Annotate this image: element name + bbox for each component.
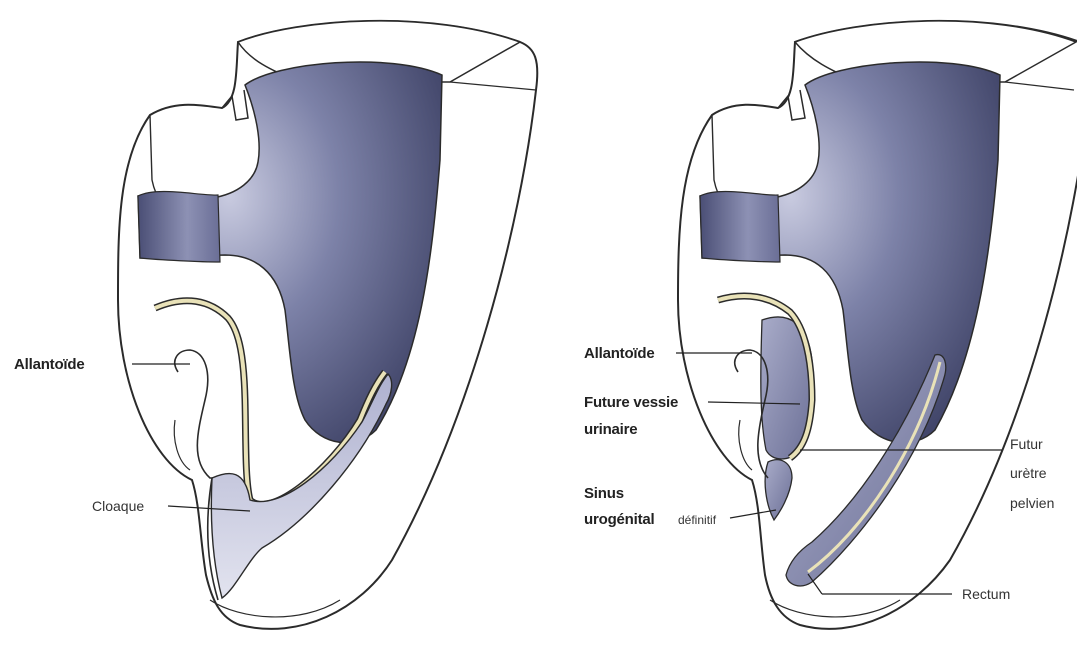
right-embryo — [678, 21, 1077, 629]
label-sinus-2: urogénital — [584, 512, 655, 527]
label-futur-2: urètre — [1010, 466, 1047, 480]
label-future-vessie-2: urinaire — [584, 422, 637, 437]
left-embryo — [118, 21, 537, 629]
label-sinus-suffix: définitif — [678, 514, 716, 526]
label-allantoide-right: Allantoïde — [584, 346, 655, 361]
label-future-vessie-1: Future vessie — [584, 395, 678, 410]
label-sinus-1: Sinus — [584, 486, 624, 501]
label-allantoide-left: Allantoïde — [14, 357, 85, 372]
label-cloaque: Cloaque — [92, 499, 144, 513]
right-allantois-stalk — [700, 192, 780, 262]
label-futur-1: Futur — [1010, 437, 1043, 451]
label-futur-3: pelvien — [1010, 496, 1054, 510]
left-allantois-stalk — [138, 192, 220, 262]
label-rectum: Rectum — [962, 587, 1010, 601]
